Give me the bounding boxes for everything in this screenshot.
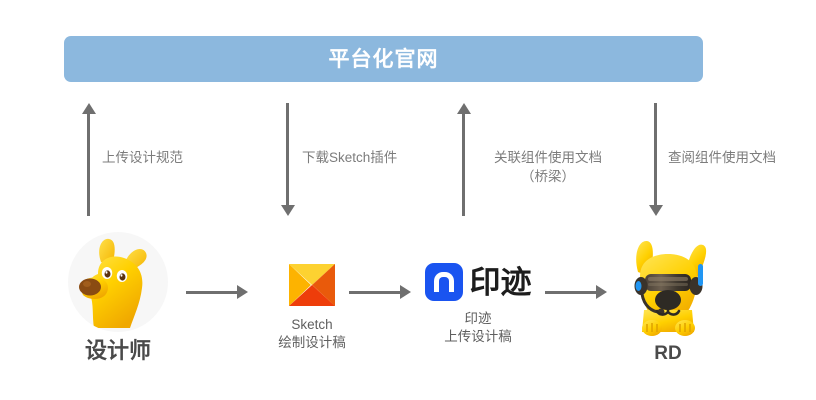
node-caption-designer: 设计师: [84, 338, 151, 363]
arrow-head-right-icon: [400, 285, 411, 299]
flow-arrow-up-upload-spec: [80, 103, 98, 216]
flow-arrow-down-download-plugin: [279, 103, 297, 216]
sketch-logo-icon: [285, 258, 339, 312]
arrow-head-up-icon: [457, 103, 471, 114]
arrow-shaft: [186, 290, 240, 294]
arrow-head-down-icon: [649, 205, 663, 216]
node-designer[interactable]: 设计师: [55, 232, 181, 364]
arrow-shaft: [349, 290, 403, 294]
arrow-head-up-icon: [82, 103, 96, 114]
flow-arrow-up-link-docs: [455, 103, 473, 216]
yinji-logo-icon: [424, 263, 463, 301]
arrow-shaft: [286, 103, 289, 208]
flow-label-link-docs: 关联组件使用文档 （桥梁）: [494, 150, 602, 184]
jd-joy-robot-dog-icon: [614, 236, 722, 340]
node-sketch[interactable]: Sketch 绘制设计稿: [252, 258, 372, 352]
flow-label-download-plugin: 下载Sketch插件: [302, 150, 398, 165]
node-rd[interactable]: RD: [608, 236, 728, 366]
arrow-head-down-icon: [281, 205, 295, 216]
platform-website-banner[interactable]: 平台化官网: [64, 36, 703, 82]
yinji-logo-lockup: 印迹: [411, 258, 545, 306]
flow-arrow-right-sketch-to-yinji: [349, 285, 411, 299]
flow-label-upload-spec: 上传设计规范: [102, 150, 183, 165]
arrow-shaft: [462, 111, 465, 216]
flow-arrow-down-view-docs: [647, 103, 665, 216]
node-caption-sketch: Sketch 绘制设计稿: [278, 317, 346, 350]
arrow-shaft: [654, 103, 657, 208]
banner-title: 平台化官网: [328, 47, 439, 71]
jd-joy-dog-avatar-icon: [68, 232, 168, 332]
flow-arrow-right-yinji-to-rd: [545, 285, 607, 299]
node-yinji[interactable]: 印迹 印迹 上传设计稿: [411, 258, 545, 346]
node-caption-rd: RD: [654, 343, 682, 364]
arrow-head-right-icon: [596, 285, 607, 299]
flow-arrow-right-designer-to-sketch: [186, 285, 248, 299]
arrow-shaft: [87, 111, 90, 216]
node-caption-yinji: 印迹 上传设计稿: [444, 311, 512, 344]
flow-label-view-docs: 查阅组件使用文档: [668, 150, 776, 165]
arrow-shaft: [545, 290, 599, 294]
yinji-wordmark: 印迹: [469, 264, 532, 300]
arrow-head-right-icon: [237, 285, 248, 299]
